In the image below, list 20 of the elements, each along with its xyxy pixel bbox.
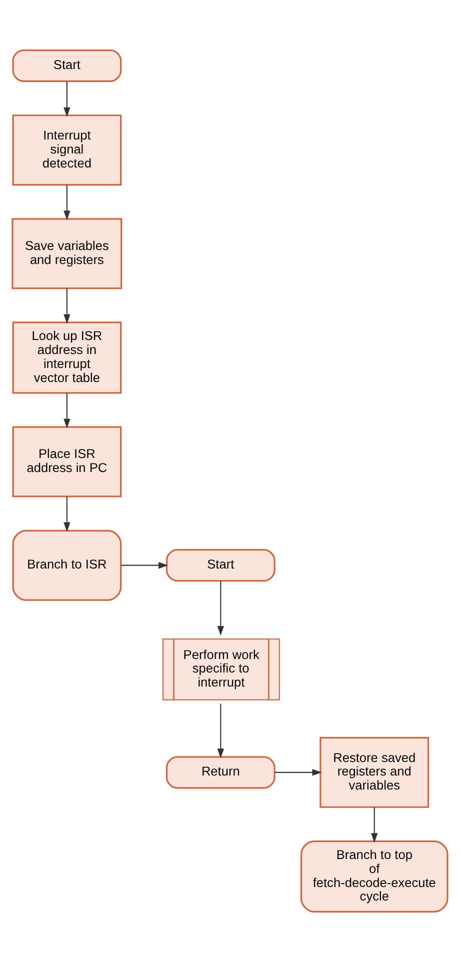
node-box: Branch to ISR xyxy=(12,530,122,601)
arrow xyxy=(217,704,224,758)
arrow xyxy=(120,562,168,569)
node-box: Return xyxy=(166,756,276,789)
node-box: Start xyxy=(166,549,276,582)
arrow xyxy=(64,184,70,220)
node-box: Save variables and registers xyxy=(12,218,122,290)
arrow xyxy=(64,288,70,324)
node-box: Look up ISR address in interrupt vector table xyxy=(12,322,122,394)
arrow xyxy=(217,580,224,636)
arrow xyxy=(64,496,70,532)
arrow xyxy=(64,82,70,117)
node-box: Restore saved registers and variables xyxy=(320,736,430,808)
node-box: Interrupt signal detected xyxy=(12,114,122,186)
arrow xyxy=(274,769,322,776)
node-box: Start xyxy=(12,49,122,82)
arrow xyxy=(371,807,378,843)
node-box: Branch to top of fetch-decode-execute cycle xyxy=(300,840,448,913)
arrow xyxy=(64,393,70,428)
node-box: Place ISR address in PC xyxy=(12,426,122,498)
